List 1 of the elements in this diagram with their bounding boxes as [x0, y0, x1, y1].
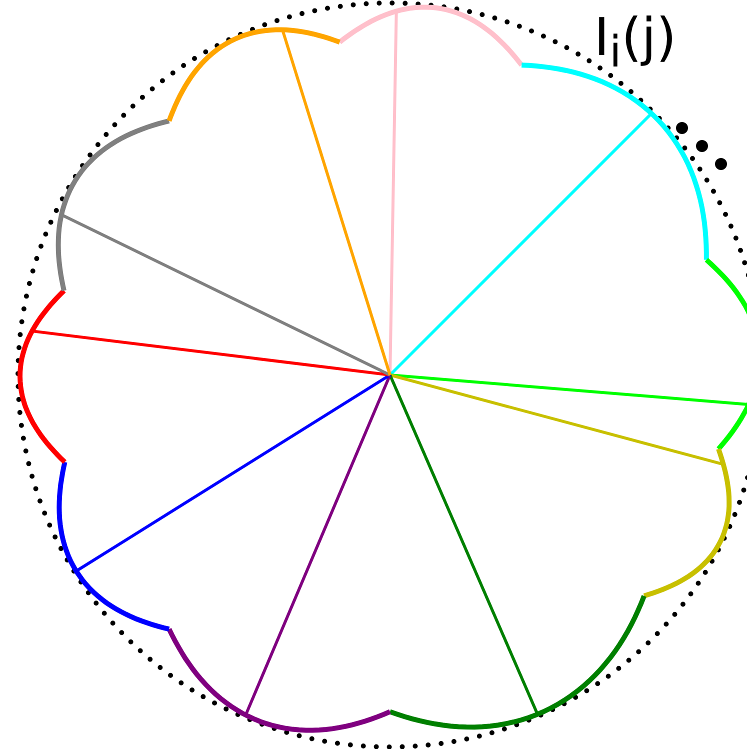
math-label: I$_{i}$(j): [594, 12, 676, 75]
